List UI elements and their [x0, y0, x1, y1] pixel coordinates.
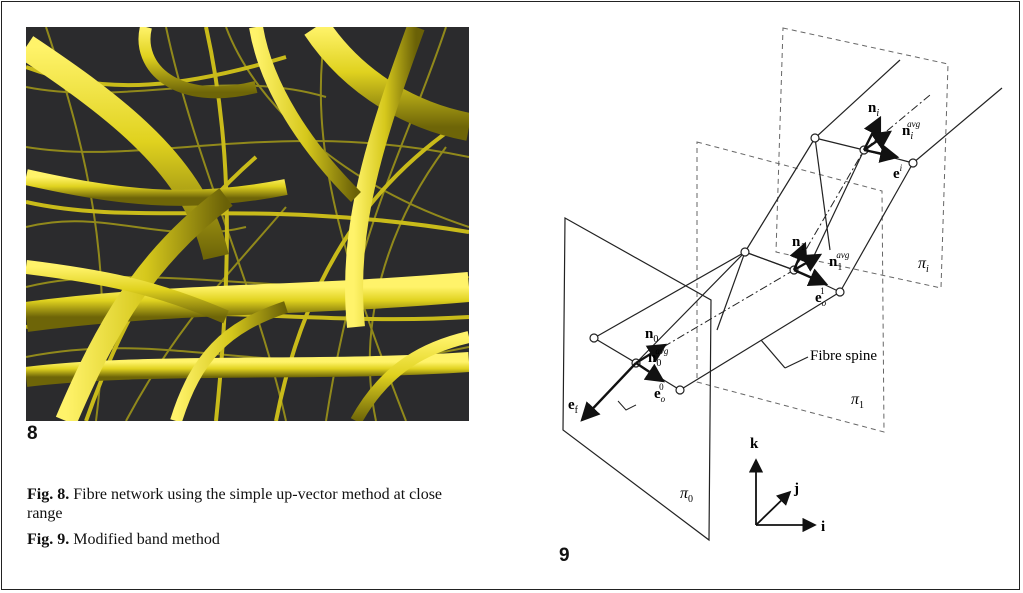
fibre-spine-line [635, 94, 931, 364]
plane-pi-i [775, 27, 949, 289]
label-pi-1: π1 [851, 391, 864, 411]
band-edges [593, 59, 1003, 391]
plane-pi-0 [562, 216, 712, 542]
fibre-network-image [26, 27, 469, 421]
label-e-1: eo1 [815, 286, 827, 308]
label-e-f: ef [568, 397, 579, 416]
label-n-1: n1 [792, 234, 805, 253]
figure-8-caption-label: Fig. 8. [27, 486, 70, 503]
label-n-i: ni [868, 100, 879, 119]
fibre-network-render [26, 27, 469, 421]
axis-i-label: i [821, 519, 825, 535]
figure-9-caption-text: Modified band method [73, 531, 220, 548]
vector-arrows [580, 115, 900, 422]
right-angle-mark [617, 400, 637, 411]
plane-pi-1 [696, 141, 885, 433]
label-fibre-spine: Fibre spine [810, 348, 877, 364]
figure-8-number: 8 [27, 423, 38, 444]
label-n-0-avg: n0avg [648, 346, 669, 369]
label-n-i-avg: niavg [902, 119, 921, 142]
figure-9-caption: Fig. 9. Modified band method [27, 530, 477, 549]
band-method-diagram: ni niavg ei n1 n1avg eo1 n0 n0avg eo0 ef… [562, 27, 1003, 542]
label-pi-i: πi [918, 255, 929, 275]
label-pi-0: π0 [680, 485, 693, 505]
figure-8-caption: Fig. 8. Fibre network using the simple u… [27, 485, 477, 523]
figure-9-number: 9 [559, 545, 570, 566]
label-n-1-avg: n1avg [829, 250, 850, 273]
label-n-0: n0 [645, 326, 658, 345]
label-e-0: eo0 [654, 382, 666, 404]
axis-k-label: k [750, 436, 759, 452]
coordinate-axes [748, 458, 817, 533]
axis-j-label: j [793, 481, 799, 497]
figure-8-caption-text: Fibre network using the simple up-vector… [27, 486, 443, 522]
figure-9-caption-label: Fig. 9. [27, 531, 70, 548]
label-e-i: ei [893, 163, 903, 182]
